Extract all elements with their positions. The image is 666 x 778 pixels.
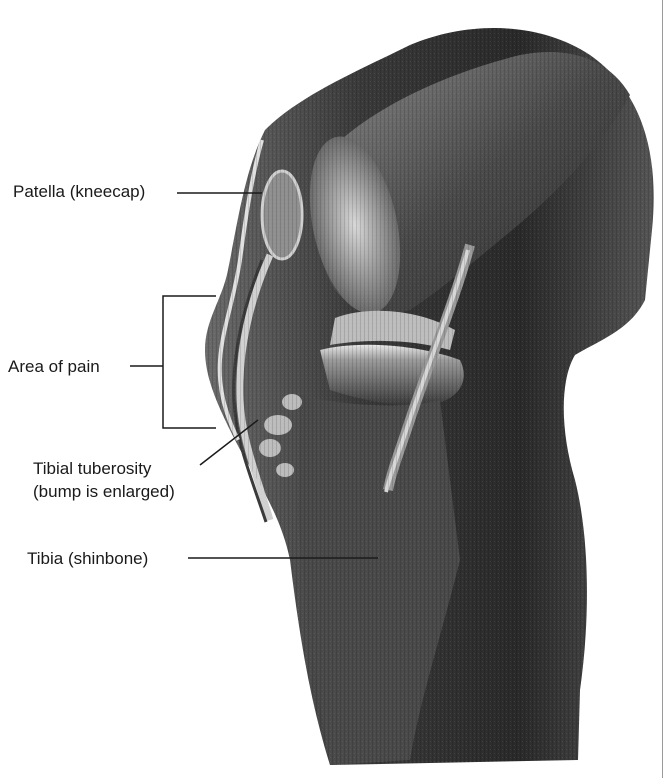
area-of-pain-label: Area of pain xyxy=(8,356,100,378)
patella-label: Patella (kneecap) xyxy=(13,181,145,203)
tibia-label: Tibia (shinbone) xyxy=(27,548,148,570)
page-edge-divider xyxy=(662,0,663,778)
tibial-tuberosity-note: (bump is enlarged) xyxy=(33,481,175,503)
tibial-tuberosity-label: Tibial tuberosity xyxy=(33,458,151,480)
